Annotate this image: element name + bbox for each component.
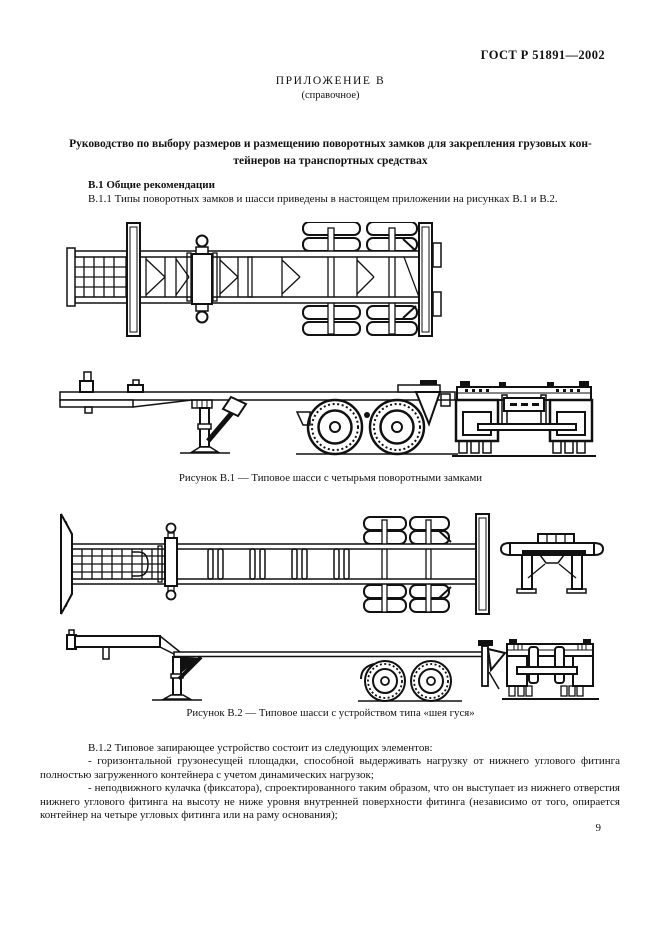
page-number: 9 — [595, 822, 602, 834]
doc-number: ГОСТ Р 51891—2002 — [480, 48, 605, 62]
figure-b2-caption: Рисунок В.2 — Типовое шасси с устройство… — [186, 707, 475, 719]
appendix-label: ПРИЛОЖЕНИЕ В — [275, 75, 386, 87]
clause-b12-item-2: - неподвижного кулачка (фиксатора), спро… — [40, 782, 620, 822]
figure-b1-caption: Рисунок В.1 — Типовое шасси с четырьмя п… — [178, 472, 483, 484]
section-b1-heading: В.1 Общие рекомендации — [88, 179, 215, 191]
clause-b11-text: В.1.1 Типы поворотных замков и шасси при… — [88, 193, 558, 205]
figure-b2-side-rear-view-drawing — [66, 629, 599, 702]
document-title: Руководство по выбору размеров и размеще… — [40, 136, 621, 170]
figure-b2-top-view-drawing — [60, 513, 605, 615]
clause-b12-block: В.1.2 Типовое запирающее устройство сост… — [40, 742, 620, 822]
appendix-note: (справочное) — [301, 90, 360, 101]
title-line-2: тейнеров на транспортных средствах — [233, 155, 428, 167]
clause-b12-item-1: - горизонтальной грузонесущей площадки, … — [40, 755, 620, 781]
figure-b1-side-rear-view-drawing — [59, 371, 596, 457]
title-line-1: Руководство по выбору размеров и размеще… — [69, 138, 592, 150]
figure-b1-top-view-drawing — [66, 222, 442, 337]
clause-b12-intro: В.1.2 Типовое запирающее устройство сост… — [88, 742, 433, 754]
